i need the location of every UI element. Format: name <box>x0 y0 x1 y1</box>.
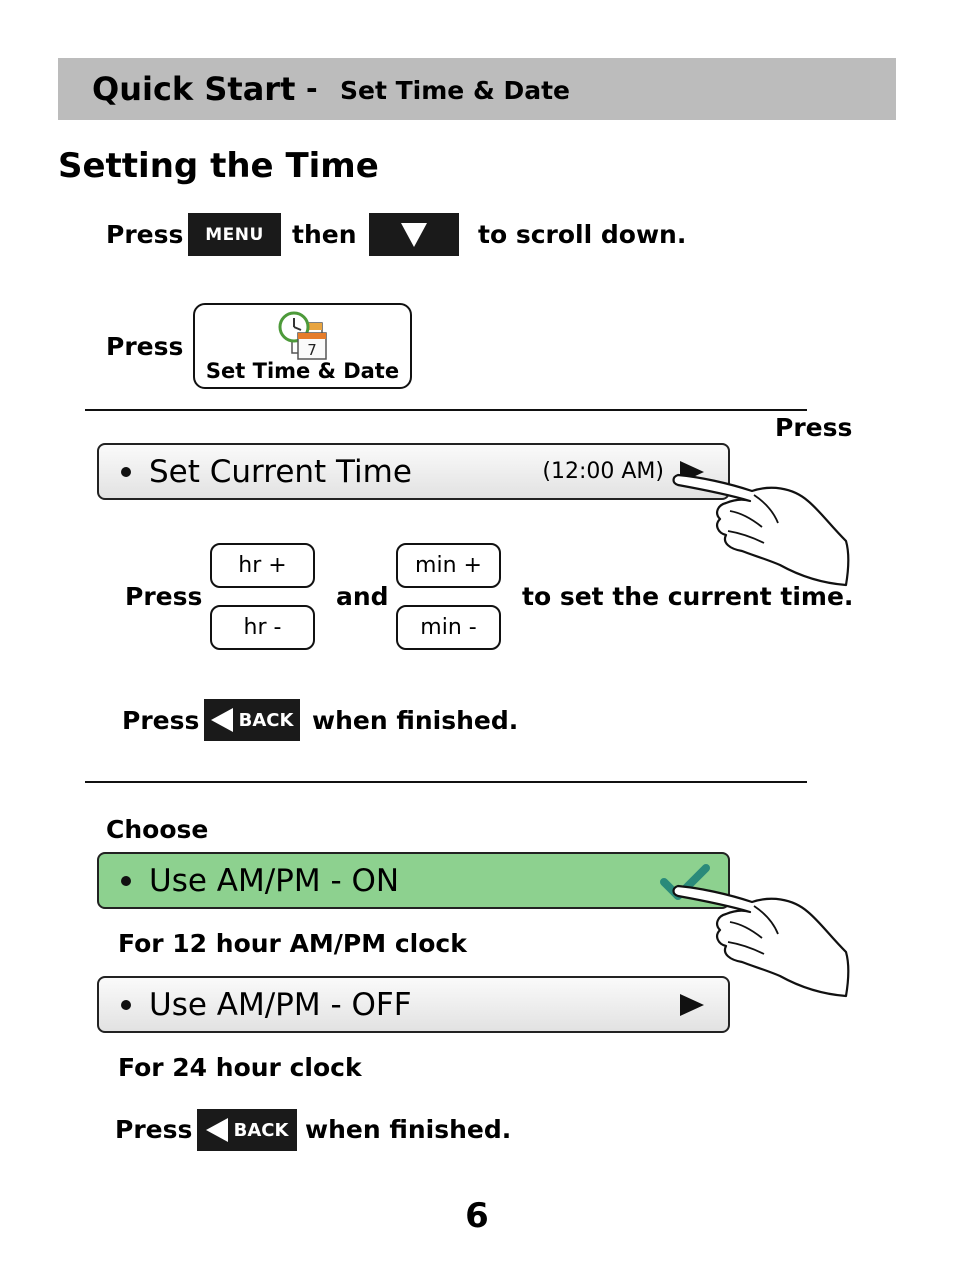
set-time-date-label: Set Time & Date <box>205 359 400 383</box>
menu-button-label: MENU <box>205 224 264 245</box>
page-number: 6 <box>465 1196 489 1236</box>
ampm-off-description: For 24 hour clock <box>118 1053 362 1082</box>
back-button-label: BACK <box>233 1119 289 1141</box>
header-subtitle: Set Time & Date <box>340 76 570 105</box>
set-current-time-row[interactable]: Set Current Time (12:00 AM) <box>97 443 730 500</box>
set-current-time-label: Set Current Time <box>149 453 412 490</box>
choose-text: Choose <box>106 815 209 844</box>
back-arrow-icon <box>210 708 233 732</box>
back-button[interactable]: BACK <box>204 699 300 741</box>
finish2-suffix-text: when finished. <box>305 1115 512 1144</box>
header-title: Quick Start <box>92 70 296 108</box>
min-plus-button[interactable]: min + <box>396 543 501 588</box>
step2-press-text: Press <box>106 332 184 361</box>
divider-1 <box>85 409 807 411</box>
time-row-press-text: Press <box>775 413 853 442</box>
hr-minus-label: hr - <box>243 615 282 640</box>
step1-then-text: then <box>292 220 357 249</box>
scroll-down-button[interactable] <box>369 213 459 256</box>
step1-press-text: Press <box>106 220 184 249</box>
calendar-day-text: 7 <box>307 341 317 359</box>
finish1-suffix-text: when finished. <box>312 706 519 735</box>
use-ampm-on-label: Use AM/PM - ON <box>149 862 400 899</box>
arrow-right-icon <box>680 993 704 1016</box>
min-minus-label: min - <box>420 615 477 640</box>
adjust-press-text: Press <box>125 582 203 611</box>
hr-plus-label: hr + <box>238 553 287 578</box>
clock-calendar-icon: 7 <box>278 311 327 360</box>
min-minus-button[interactable]: min - <box>396 605 501 650</box>
ampm-on-description: For 12 hour AM/PM clock <box>118 929 467 958</box>
menu-button[interactable]: MENU <box>188 213 281 256</box>
hr-plus-button[interactable]: hr + <box>210 543 315 588</box>
divider-2 <box>85 781 807 783</box>
hr-minus-button[interactable]: hr - <box>210 605 315 650</box>
header-bar <box>58 58 896 120</box>
min-plus-label: min + <box>415 553 482 578</box>
use-ampm-on-row[interactable]: Use AM/PM - ON <box>97 852 730 909</box>
bullet-icon <box>121 875 131 886</box>
adjust-suffix-text: to set the current time. <box>522 582 854 611</box>
hand-pointer-icon <box>672 473 850 587</box>
current-time-value: (12:00 AM) <box>542 459 664 484</box>
back-button[interactable]: BACK <box>197 1109 297 1151</box>
set-time-date-button[interactable]: 7 Set Time & Date <box>193 303 412 389</box>
bullet-icon <box>121 466 131 477</box>
bullet-icon <box>121 999 131 1010</box>
back-button-label: BACK <box>238 709 294 731</box>
use-ampm-off-label: Use AM/PM - OFF <box>149 986 412 1023</box>
finish2-press-text: Press <box>115 1115 193 1144</box>
back-arrow-icon <box>205 1118 228 1142</box>
adjust-and-text: and <box>336 582 389 611</box>
finish1-press-text: Press <box>122 706 200 735</box>
hand-pointer-icon <box>672 884 850 998</box>
use-ampm-off-row[interactable]: Use AM/PM - OFF <box>97 976 730 1033</box>
section-title: Setting the Time <box>58 146 379 186</box>
down-arrow-icon <box>401 222 427 247</box>
step1-suffix-text: to scroll down. <box>478 220 687 249</box>
header-dash: - <box>306 72 318 105</box>
